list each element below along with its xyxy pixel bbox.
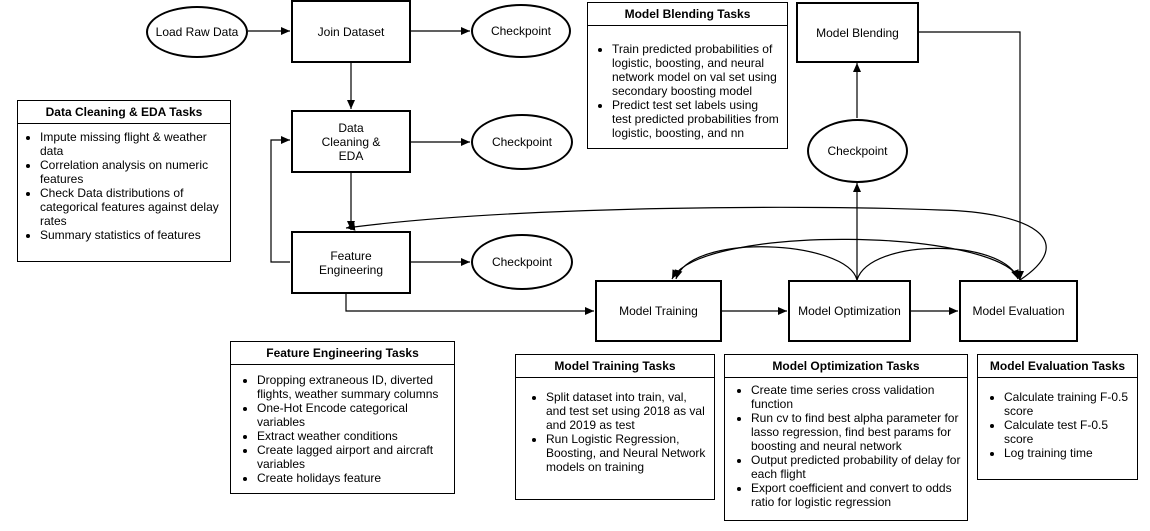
panel-title: Model Evaluation Tasks — [978, 355, 1137, 378]
panel-title: Data Cleaning & EDA Tasks — [18, 101, 230, 124]
task-item: Calculate training F-0.5 score — [1004, 390, 1131, 418]
task-item: Calculate test F-0.5 score — [1004, 418, 1131, 446]
task-item: Run Logistic Regression, Boosting, and N… — [546, 432, 708, 474]
node-feature-engineering: Feature Engineering — [291, 231, 411, 294]
edge-optimization-to-training — [674, 246, 858, 281]
panel-model-blending-tasks: Model Blending Tasks Train predicted pro… — [587, 2, 788, 149]
task-list: Train predicted probabilities of logisti… — [588, 42, 787, 140]
node-model-evaluation: Model Evaluation — [959, 280, 1078, 342]
node-checkpoint-1: Checkpoint — [471, 4, 571, 58]
task-list: Dropping extraneous ID, diverted flights… — [231, 373, 454, 485]
node-load-raw-data: Load Raw Data — [146, 6, 248, 58]
task-item: Impute missing flight & weather data — [40, 130, 230, 158]
task-list: Create time series cross validation func… — [725, 383, 967, 509]
task-item: Run cv to find best alpha parameter for … — [751, 411, 961, 453]
task-item: Log training time — [1004, 446, 1131, 460]
panel-title: Model Training Tasks — [516, 355, 714, 378]
node-checkpoint-2: Checkpoint — [471, 114, 573, 170]
node-model-blending: Model Blending — [796, 2, 919, 63]
panel-title: Model Optimization Tasks — [725, 355, 967, 378]
edge-blending-to-evaluation — [918, 31, 1024, 280]
edge-evaluation-to-feature — [345, 206, 1047, 281]
node-checkpoint-4: Checkpoint — [807, 119, 908, 183]
task-list: Calculate training F-0.5 score Calculate… — [978, 390, 1137, 460]
node-model-training: Model Training — [595, 280, 722, 342]
panel-model-training-tasks: Model Training Tasks Split dataset into … — [515, 354, 715, 500]
task-item: Output predicted probability of delay fo… — [751, 453, 961, 481]
panel-title: Model Blending Tasks — [588, 3, 787, 26]
edge-feature-to-training — [345, 293, 594, 315]
node-join-dataset: Join Dataset — [291, 0, 411, 63]
edge-evaluation-to-training — [671, 238, 1021, 281]
task-list: Impute missing flight & weather data Cor… — [18, 130, 230, 242]
task-item: Extract weather conditions — [257, 429, 454, 443]
node-model-optimization: Model Optimization — [788, 280, 911, 342]
task-item: Create holidays feature — [257, 471, 454, 485]
task-item: Export coefficient and convert to odds r… — [751, 481, 961, 509]
panel-data-cleaning-tasks: Data Cleaning & EDA Tasks Impute missing… — [17, 100, 231, 262]
panel-title: Feature Engineering Tasks — [231, 342, 454, 365]
task-item: Split dataset into train, val, and test … — [546, 390, 708, 432]
task-item: Train predicted probabilities of logisti… — [612, 42, 779, 98]
task-list: Split dataset into train, val, and test … — [516, 390, 714, 474]
panel-model-evaluation-tasks: Model Evaluation Tasks Calculate trainin… — [977, 354, 1138, 480]
task-item: Dropping extraneous ID, diverted flights… — [257, 373, 454, 401]
panel-model-optimization-tasks: Model Optimization Tasks Create time ser… — [724, 354, 968, 521]
task-item: One-Hot Encode categorical variables — [257, 401, 454, 429]
task-item: Predict test set labels using test predi… — [612, 98, 779, 140]
task-item: Create lagged airport and aircraft varia… — [257, 443, 454, 471]
node-checkpoint-3: Checkpoint — [471, 234, 573, 290]
edge-feature-back-to-cleaning — [270, 136, 290, 263]
task-item: Check Data distributions of categorical … — [40, 186, 230, 228]
node-data-cleaning: Data Cleaning & EDA — [291, 110, 411, 173]
task-item: Correlation analysis on numeric features — [40, 158, 230, 186]
edge-optimization-to-evaluation-curve — [856, 247, 1019, 281]
task-item: Create time series cross validation func… — [751, 383, 961, 411]
task-item: Summary statistics of features — [40, 228, 230, 242]
panel-feature-engineering-tasks: Feature Engineering Tasks Dropping extra… — [230, 341, 455, 494]
